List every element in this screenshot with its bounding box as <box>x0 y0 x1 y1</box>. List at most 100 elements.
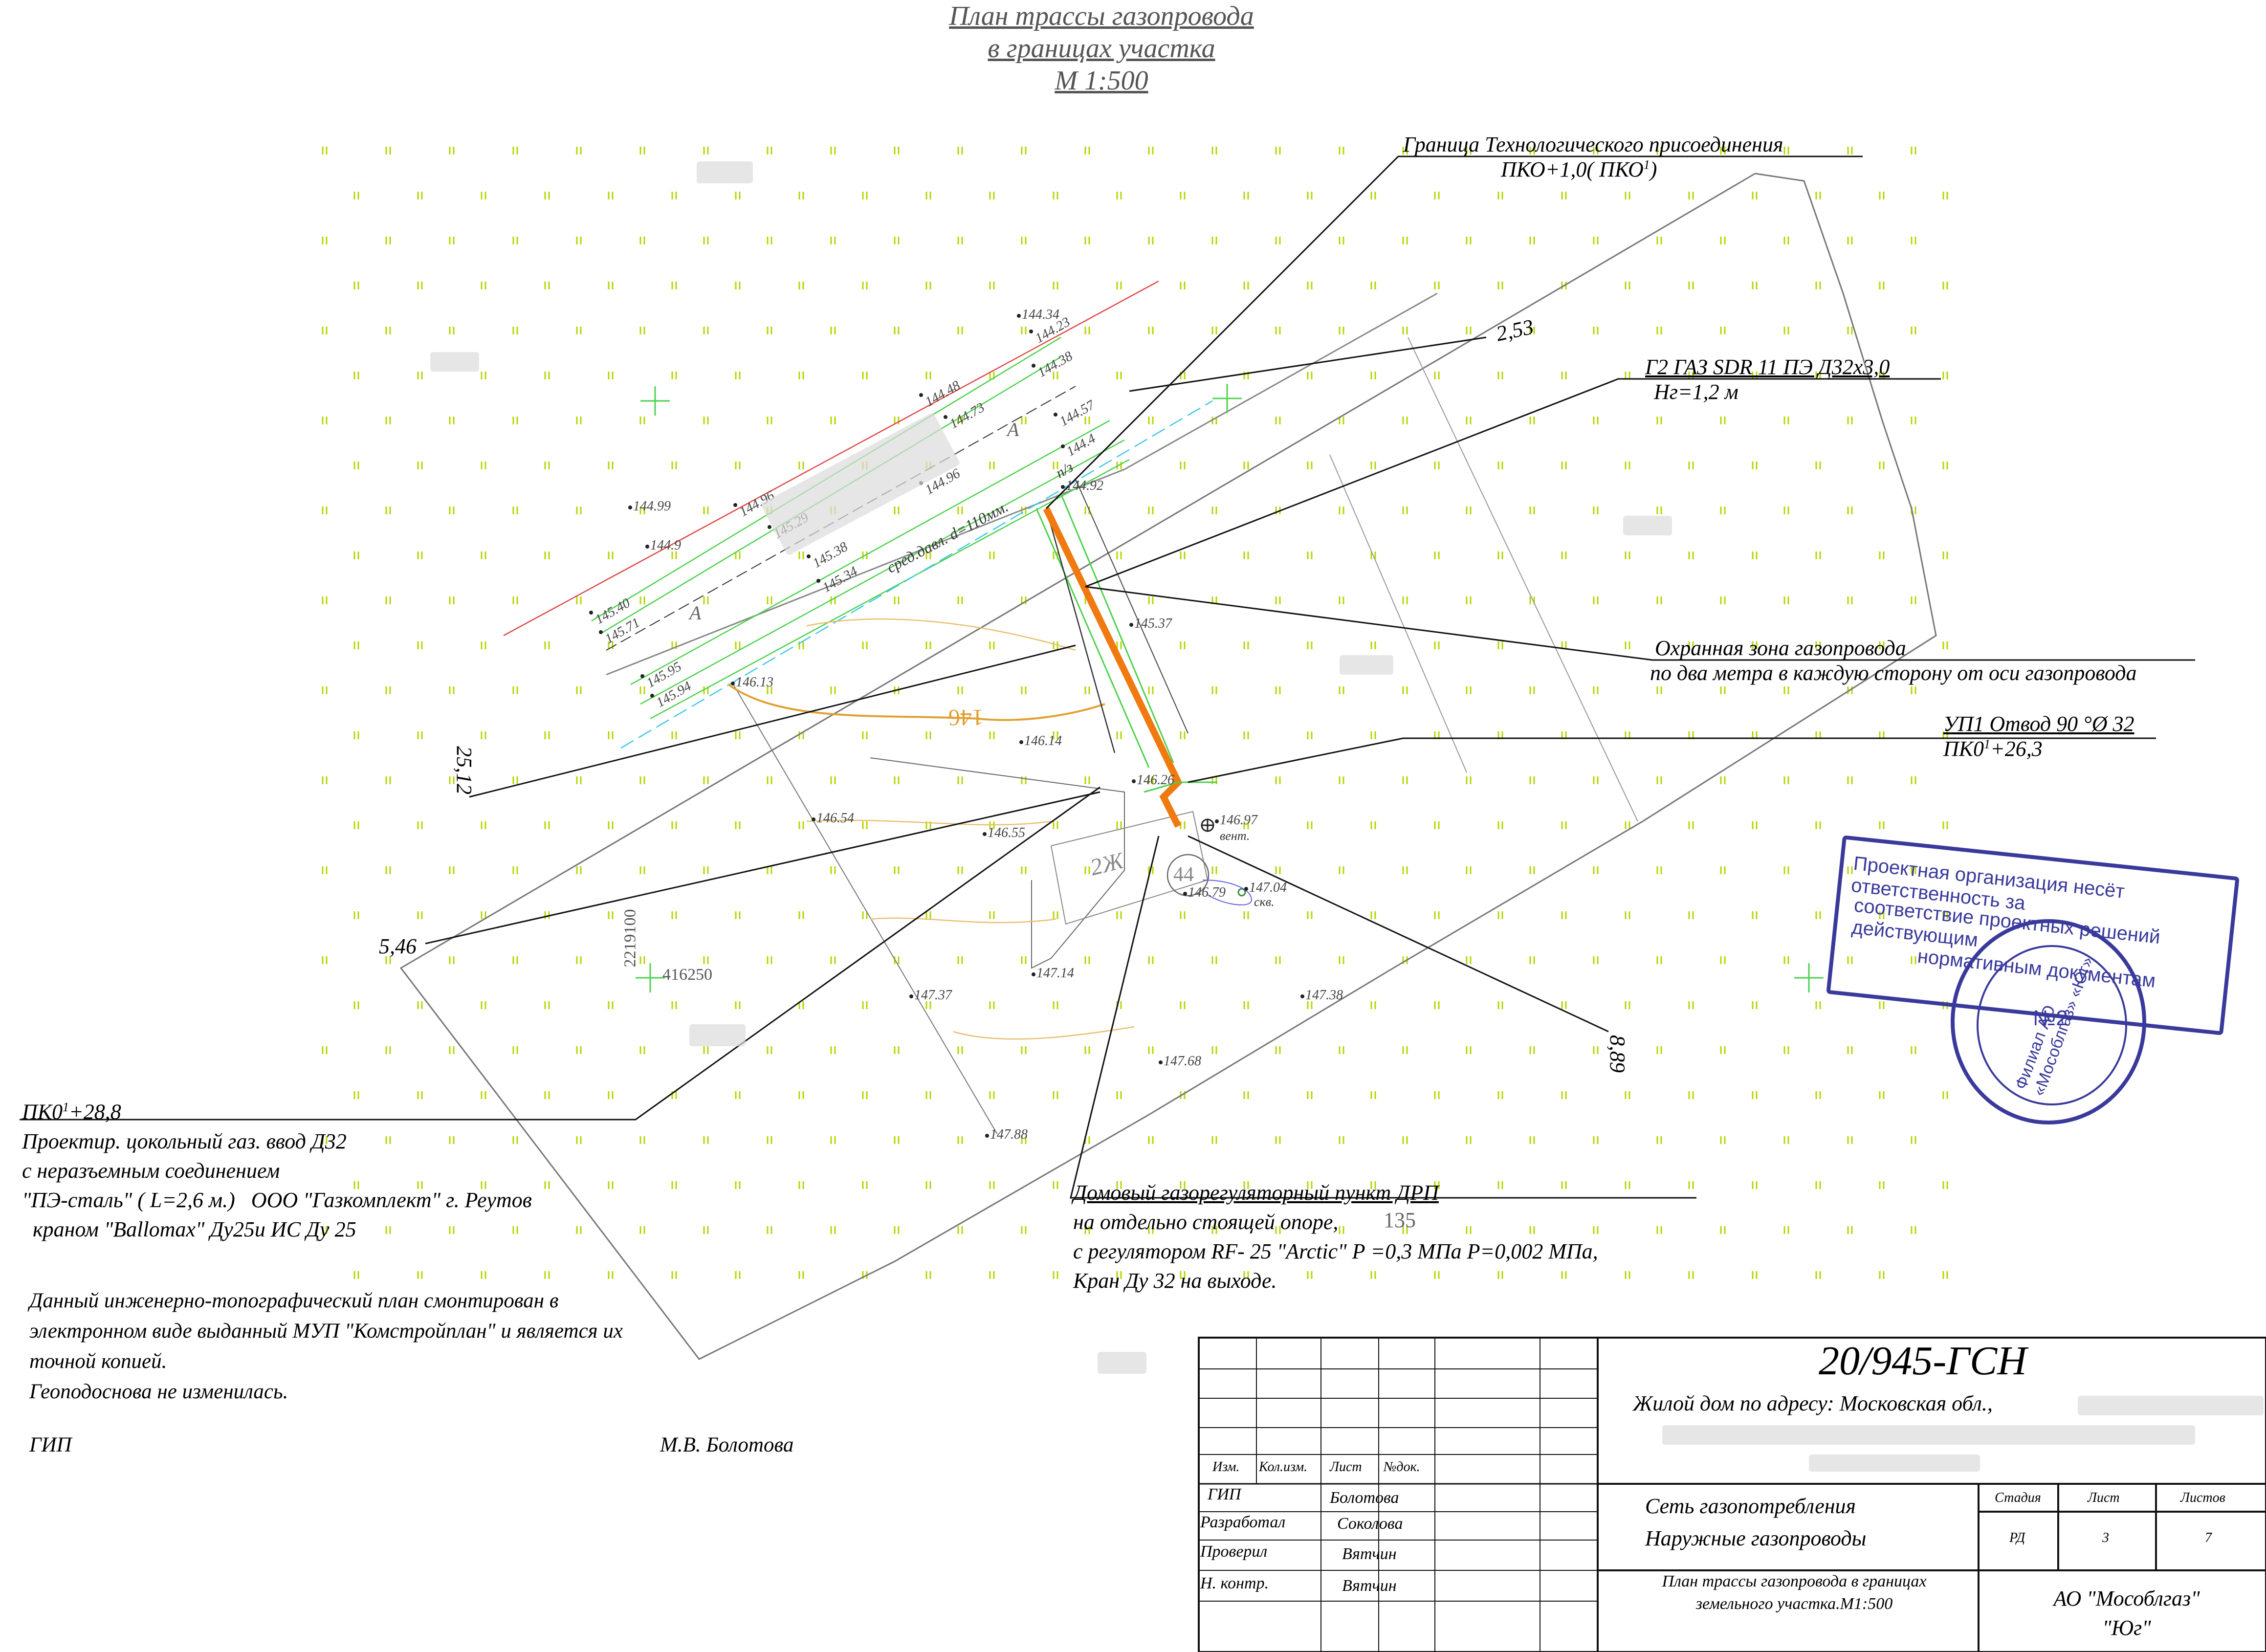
letter-a-2: А <box>689 602 702 624</box>
well-marker <box>1237 888 1246 897</box>
elevation-label: 146.14 <box>1024 733 1062 749</box>
redacted-address <box>2078 1396 2264 1415</box>
elevation-point <box>1183 892 1187 896</box>
elevation-label: 145.37 <box>1134 616 1172 631</box>
title-line-3: М 1:500 <box>1055 66 1148 96</box>
redacted-area <box>697 161 753 183</box>
redacted-address <box>1809 1454 1980 1472</box>
elevation-point <box>733 503 737 507</box>
elevation-point <box>985 1134 989 1138</box>
inner-boundary <box>606 292 1438 676</box>
callout-pk-entry: ПК01+28,8 Проектир. цокольный газ. ввод … <box>22 1100 532 1241</box>
col-ndok: №док. <box>1384 1459 1420 1475</box>
redacted-area <box>1623 516 1672 535</box>
elevation-label: 147.37 <box>914 988 952 1003</box>
elevation-label: 144.9 <box>650 538 681 553</box>
elevation-point <box>731 682 735 685</box>
project-code: 20/945-ГСН <box>1819 1338 2027 1384</box>
elevation-point <box>1132 779 1136 783</box>
sheet-header: Лист <box>2088 1490 2120 1505</box>
elevation-label: 146.55 <box>988 825 1025 840</box>
title-line-1: План трассы газопровода <box>949 1 1254 31</box>
elevation-label: 147.68 <box>1164 1054 1201 1069</box>
elevation-point <box>1032 364 1035 368</box>
redacted-area <box>689 1024 746 1046</box>
elevation-label: 146.26 <box>1137 772 1174 788</box>
redacted-area <box>430 352 479 372</box>
grid-line-3 <box>733 684 998 1135</box>
elevation-point <box>944 415 947 419</box>
role-gip: ГИП <box>1208 1485 1241 1503</box>
elevation-label: 147.88 <box>990 1127 1028 1142</box>
elevation-points <box>589 314 1304 1138</box>
dimension-135: 135 <box>1384 1208 1416 1232</box>
survey-note: Данный инженерно-топографический план см… <box>29 1289 623 1403</box>
elevation-point <box>628 506 632 509</box>
elevation-label: 147.38 <box>1305 988 1343 1003</box>
col-list: Лист <box>1330 1459 1362 1475</box>
seal-center: №2 <box>2033 1006 2068 1030</box>
organization: АО "Мособлгаз" "Юг" <box>2053 1586 2200 1640</box>
cyan-line <box>620 400 1213 749</box>
elevation-point <box>645 545 649 549</box>
grid-line-1 <box>1408 337 1638 822</box>
sheets-value: 7 <box>2205 1530 2212 1545</box>
elevation-point <box>909 994 913 998</box>
elevation-label: 147.14 <box>1036 966 1074 981</box>
role-checker: Проверил <box>1200 1542 1268 1561</box>
elevation-label: 144.34 <box>1022 307 1059 322</box>
elevation-point <box>919 393 923 397</box>
name-gip: Болотова <box>1330 1489 1399 1507</box>
callout-boundary: Граница Технологического присоединения П… <box>1403 132 1783 181</box>
sheet-value: 3 <box>2102 1530 2109 1545</box>
col-kol-izm: Кол.изм. <box>1259 1459 1308 1475</box>
parcel-boundary <box>399 173 1937 1360</box>
elevation-point <box>650 694 654 698</box>
role-norm-control: Н. контр. <box>1200 1574 1269 1592</box>
elevation-point <box>1017 314 1021 318</box>
callout-pipe: Г2 ГАЗ SDR 11 ПЭ Д32х3,0 Нг=1,2 м <box>1645 355 1890 404</box>
elevation-point <box>640 674 644 678</box>
elevation-label: 146.97 <box>1220 813 1257 828</box>
name-developer: Соколова <box>1337 1515 1403 1533</box>
vegetation-marks <box>322 147 1948 1279</box>
gip-label: ГИП <box>29 1433 72 1456</box>
stage-value: РД <box>2009 1530 2025 1545</box>
elevation-label: 144.92 <box>1066 478 1103 493</box>
elevation-label: 146.79 <box>1188 885 1226 900</box>
callout-drp: Домовый газорегуляторный пункт ДРП на от… <box>1073 1181 1598 1293</box>
elevation-point <box>1029 330 1033 333</box>
stage-header: Стадия <box>1995 1490 2041 1505</box>
grid-line-2 <box>1329 454 1467 773</box>
dimension-5-46: 5,46 <box>379 934 417 958</box>
elevation-point <box>1159 1060 1163 1064</box>
role-developer: Разработал <box>1200 1513 1286 1531</box>
elevation-point <box>812 817 815 821</box>
sheets-header: Листов <box>2180 1490 2225 1505</box>
gip-name: М.В. Болотова <box>660 1433 794 1456</box>
elevation-point <box>1129 623 1133 627</box>
drawing-name: План трассы газопровода в границах земел… <box>1662 1572 1927 1613</box>
drp-circle <box>1166 854 1210 897</box>
house-number: 44 <box>1173 863 1194 886</box>
elevation-label: 147.04 <box>1249 880 1287 895</box>
elevation-point <box>983 832 987 836</box>
redacted-area <box>1340 655 1393 675</box>
elevation-point <box>1300 994 1304 998</box>
elevation-point <box>1032 972 1035 976</box>
road-red-line <box>503 280 1159 637</box>
gas-pipe-route <box>1043 507 1183 828</box>
name-checker: Вятчин <box>1342 1545 1397 1563</box>
redacted-area <box>1098 1352 1146 1374</box>
elevation-point <box>589 611 593 615</box>
vent-label: вент. <box>1220 829 1250 843</box>
well-label: скв. <box>1254 895 1275 909</box>
redacted-address <box>1662 1425 2195 1445</box>
letter-a-1: А <box>1007 419 1019 441</box>
col-izm: Изм. <box>1212 1459 1240 1475</box>
name-norm-control: Вятчин <box>1342 1577 1397 1595</box>
elevation-point <box>599 630 603 634</box>
title-line-2: в границах участка <box>988 33 1215 64</box>
elevation-point <box>816 579 820 583</box>
